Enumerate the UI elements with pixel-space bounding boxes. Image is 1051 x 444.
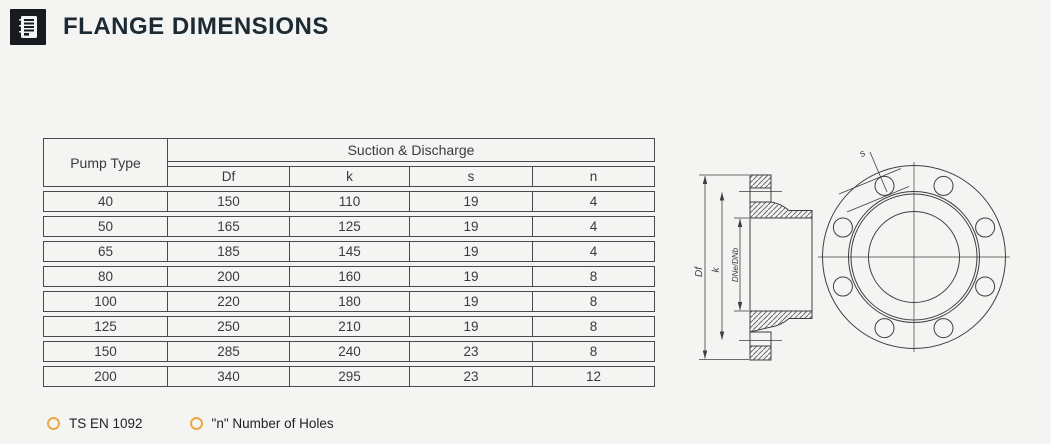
- flange-dimensions-table-wrap: Pump Type Suction & Discharge Df k s n 4…: [43, 134, 656, 391]
- cell-s: 19: [410, 191, 533, 212]
- cell-pump-type: 50: [43, 216, 168, 237]
- flange-front-view: [818, 151, 1010, 352]
- cell-k: 180: [290, 291, 410, 312]
- cell-s: 19: [410, 216, 533, 237]
- cell-df: 165: [168, 216, 290, 237]
- cell-df: 250: [168, 316, 290, 337]
- cell-df: 185: [168, 241, 290, 262]
- cell-n: 4: [533, 191, 656, 212]
- table-row: 50 165 125 19 4: [43, 216, 656, 237]
- col-header-df: Df: [168, 166, 290, 187]
- cell-s: 19: [410, 266, 533, 287]
- cell-k: 145: [290, 241, 410, 262]
- table-row: 100 220 180 19 8: [43, 291, 656, 312]
- col-header-n: n: [533, 166, 656, 187]
- cell-pump-type: 100: [43, 291, 168, 312]
- page-header: FLANGE DIMENSIONS: [10, 9, 329, 45]
- flange-dimensions-table: Pump Type Suction & Discharge Df k s n 4…: [43, 134, 656, 391]
- table-row: 150 285 240 23 8: [43, 341, 656, 362]
- cell-df: 220: [168, 291, 290, 312]
- dim-label-s: s: [858, 148, 868, 160]
- cell-n: 12: [533, 366, 656, 387]
- footnote-holes: "n" Number of Holes: [189, 416, 334, 431]
- cell-df: 285: [168, 341, 290, 362]
- bullet-circle-icon: [47, 417, 60, 430]
- cell-s: 19: [410, 291, 533, 312]
- cell-s: 23: [410, 366, 533, 387]
- cell-df: 200: [168, 266, 290, 287]
- cell-k: 110: [290, 191, 410, 212]
- cell-n: 4: [533, 216, 656, 237]
- cell-pump-type: 65: [43, 241, 168, 262]
- cell-k: 160: [290, 266, 410, 287]
- cell-n: 8: [533, 316, 656, 337]
- cell-df: 340: [168, 366, 290, 387]
- cell-pump-type: 125: [43, 316, 168, 337]
- table-row: 80 200 160 19 8: [43, 266, 656, 287]
- dim-label-df: Df: [694, 266, 705, 277]
- footnote-standard-label: TS EN 1092: [69, 416, 143, 431]
- page-title: FLANGE DIMENSIONS: [63, 13, 329, 40]
- dim-label-k: k: [711, 267, 722, 273]
- cell-n: 8: [533, 341, 656, 362]
- cell-k: 125: [290, 216, 410, 237]
- datasheet-icon: [10, 9, 46, 45]
- cell-n: 8: [533, 266, 656, 287]
- cell-s: 19: [410, 316, 533, 337]
- cell-df: 150: [168, 191, 290, 212]
- footnote-holes-label: "n" Number of Holes: [211, 416, 334, 431]
- table-row: 200 340 295 23 12: [43, 366, 656, 387]
- cell-s: 23: [410, 341, 533, 362]
- dim-label-bore: DNe/DNb: [731, 247, 740, 282]
- document-icon: [19, 16, 37, 38]
- cell-pump-type: 80: [43, 266, 168, 287]
- footnotes: TS EN 1092 "n" Number of Holes: [47, 416, 334, 431]
- suction-discharge-header: Suction & Discharge: [168, 138, 656, 162]
- cell-pump-type: 40: [43, 191, 168, 212]
- footnote-standard: TS EN 1092: [47, 416, 143, 431]
- cell-s: 19: [410, 241, 533, 262]
- bullet-circle-icon: [189, 417, 203, 430]
- table-row: 125 250 210 19 8: [43, 316, 656, 337]
- table-row: 65 185 145 19 4: [43, 241, 656, 262]
- flange-technical-drawing: Df k DNe/DNb s: [694, 148, 1010, 361]
- cell-k: 295: [290, 366, 410, 387]
- cell-pump-type: 200: [43, 366, 168, 387]
- table-row: 40 150 110 19 4: [43, 191, 656, 212]
- cell-pump-type: 150: [43, 341, 168, 362]
- cell-k: 210: [290, 316, 410, 337]
- col-header-k: k: [290, 166, 410, 187]
- cell-n: 8: [533, 291, 656, 312]
- cell-k: 240: [290, 341, 410, 362]
- flange-section-view: [699, 174, 813, 361]
- col-header-s: s: [410, 166, 533, 187]
- cell-n: 4: [533, 241, 656, 262]
- pump-type-header: Pump Type: [43, 138, 168, 187]
